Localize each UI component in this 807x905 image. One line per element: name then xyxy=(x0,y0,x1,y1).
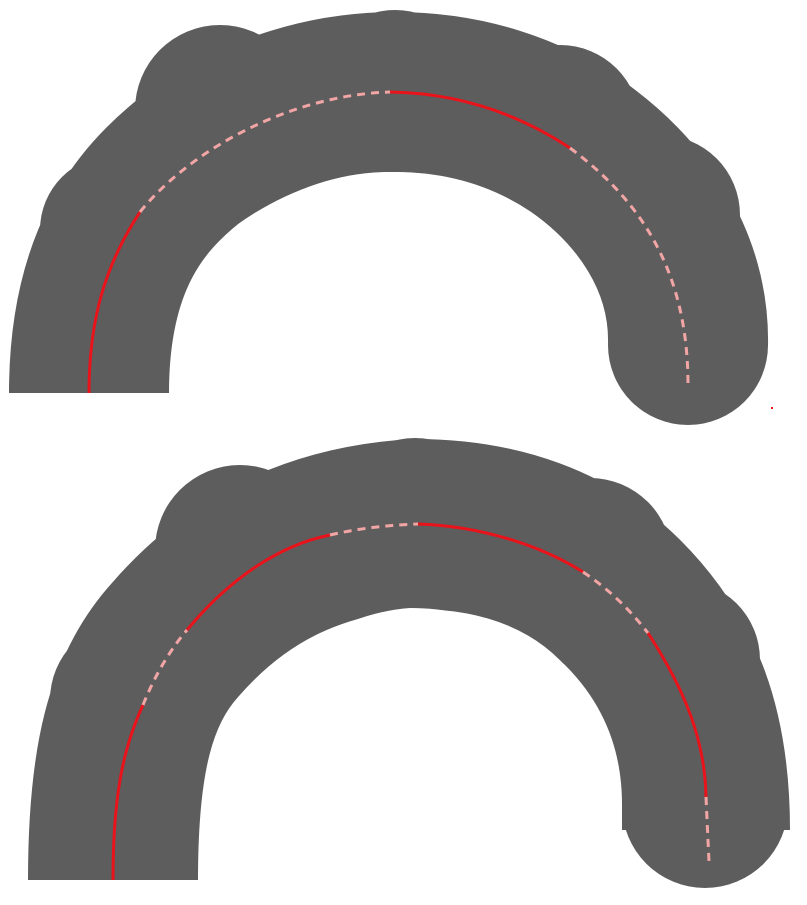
upper-arc-bump xyxy=(40,155,190,305)
lower-arc-bump xyxy=(600,580,760,740)
lower-arc-flat-bottom-cover xyxy=(0,880,625,905)
upper-arc-bump xyxy=(315,10,475,170)
stray-mark xyxy=(771,407,773,409)
upper-arc-flat-bottom-cover xyxy=(0,393,610,433)
lower-arc-bump xyxy=(155,465,325,635)
upper-arc-bump xyxy=(580,135,740,295)
lower-arc-bump xyxy=(50,620,210,780)
upper-arc-bump xyxy=(135,25,305,195)
lower-arc-bump xyxy=(333,438,497,602)
